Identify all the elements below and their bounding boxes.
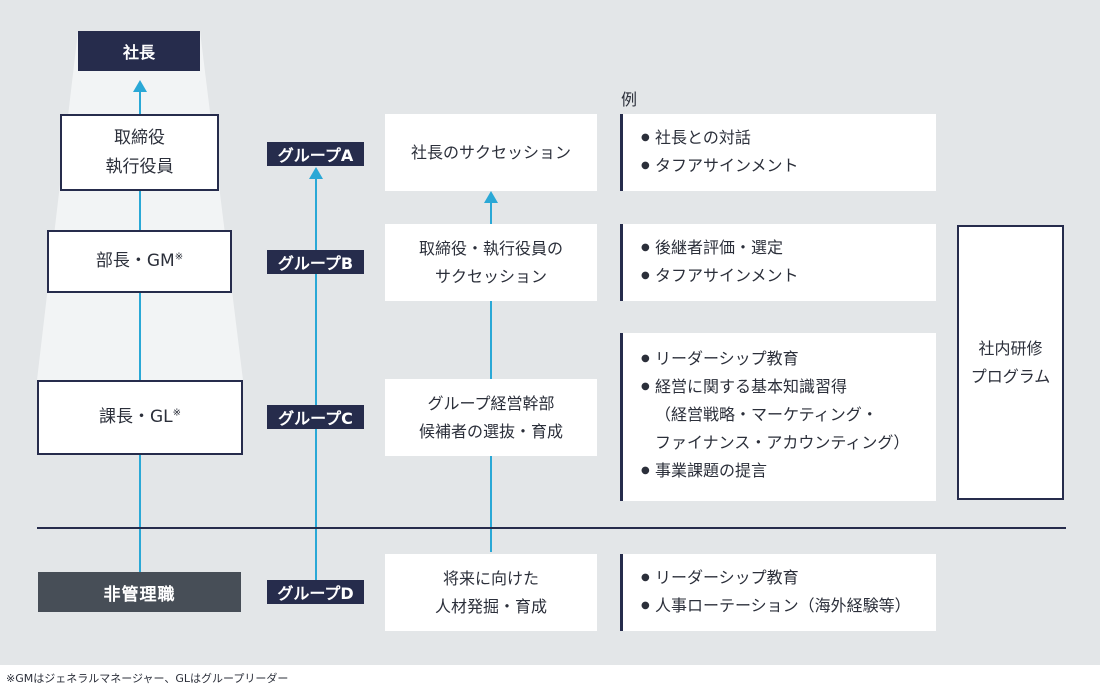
section-chief-box: 課長・GL※ <box>37 380 243 455</box>
example-item: 経営に関する基本知識習得 <box>641 373 936 401</box>
group-d-content: 将来に向けた 人材発掘・育成 <box>385 554 597 631</box>
pyramid-arrow-line <box>139 88 141 572</box>
group-d-examples: リーダーシップ教育 人事ローテーション（海外経験等） <box>620 554 936 631</box>
example-item: タフアサインメント <box>641 152 936 180</box>
example-header: 例 <box>621 90 638 109</box>
group-a-content: 社長のサクセッション <box>385 114 597 191</box>
president-box: 社長 <box>78 31 200 71</box>
example-item: 事業課題の提言 <box>641 457 936 485</box>
non-management-box: 非管理職 <box>38 572 241 612</box>
example-item: 後継者評価・選定 <box>641 234 936 262</box>
internal-program-label-1: 社内研修 <box>978 338 1043 358</box>
group-b-label: グループB <box>267 250 364 274</box>
management-divider <box>37 527 1066 529</box>
manager-note-mark: ※ <box>174 251 184 263</box>
director-label-2: 執行役員 <box>105 156 174 177</box>
example-item: タフアサインメント <box>641 262 936 290</box>
director-box: 取締役 執行役員 <box>60 114 219 191</box>
example-item-continued: ファイナンス・アカウンティング） <box>655 433 910 452</box>
example-item: リーダーシップ教育 <box>641 564 936 592</box>
example-item: 社長との対話 <box>641 124 936 152</box>
group-b-examples: 後継者評価・選定 タフアサインメント <box>620 224 936 301</box>
pyramid-arrow-head-icon <box>133 80 147 92</box>
group-a-label: グループA <box>267 142 364 166</box>
group-arrow-head-icon <box>309 167 323 179</box>
section-chief-note-mark: ※ <box>172 407 182 419</box>
non-management-label: 非管理職 <box>103 584 176 605</box>
footnote: ※GMはジェネラルマネージャー、GLはグループリーダー <box>6 672 289 685</box>
group-a-examples: 社長との対話 タフアサインメント <box>620 114 936 191</box>
example-item-continued: （経営戦略・マーケティング・ <box>655 405 878 424</box>
content-arrow-line <box>490 200 492 552</box>
president-label: 社長 <box>122 43 155 62</box>
group-b-content: 取締役・執行役員の サクセッション <box>385 224 597 301</box>
group-arrow-line <box>315 176 317 582</box>
manager-label: 部長・GM <box>95 251 175 272</box>
group-d-label: グループD <box>267 580 364 604</box>
director-label-1: 取締役 <box>114 127 165 148</box>
example-item: 人事ローテーション（海外経験等） <box>641 592 936 620</box>
group-c-label: グループC <box>267 405 364 429</box>
group-c-content: グループ経営幹部 候補者の選抜・育成 <box>385 379 597 456</box>
manager-box: 部長・GM※ <box>47 230 232 293</box>
example-item: リーダーシップ教育 <box>641 345 936 373</box>
group-c-examples: リーダーシップ教育 経営に関する基本知識習得 （経営戦略・マーケティング・ ファ… <box>620 333 936 501</box>
internal-program-box: 社内研修 プログラム <box>957 225 1064 500</box>
pyramid-shape <box>37 31 243 380</box>
internal-program-label-2: プログラム <box>970 366 1051 386</box>
section-chief-label: 課長・GL <box>98 407 173 428</box>
content-arrow-head-icon <box>484 191 498 203</box>
